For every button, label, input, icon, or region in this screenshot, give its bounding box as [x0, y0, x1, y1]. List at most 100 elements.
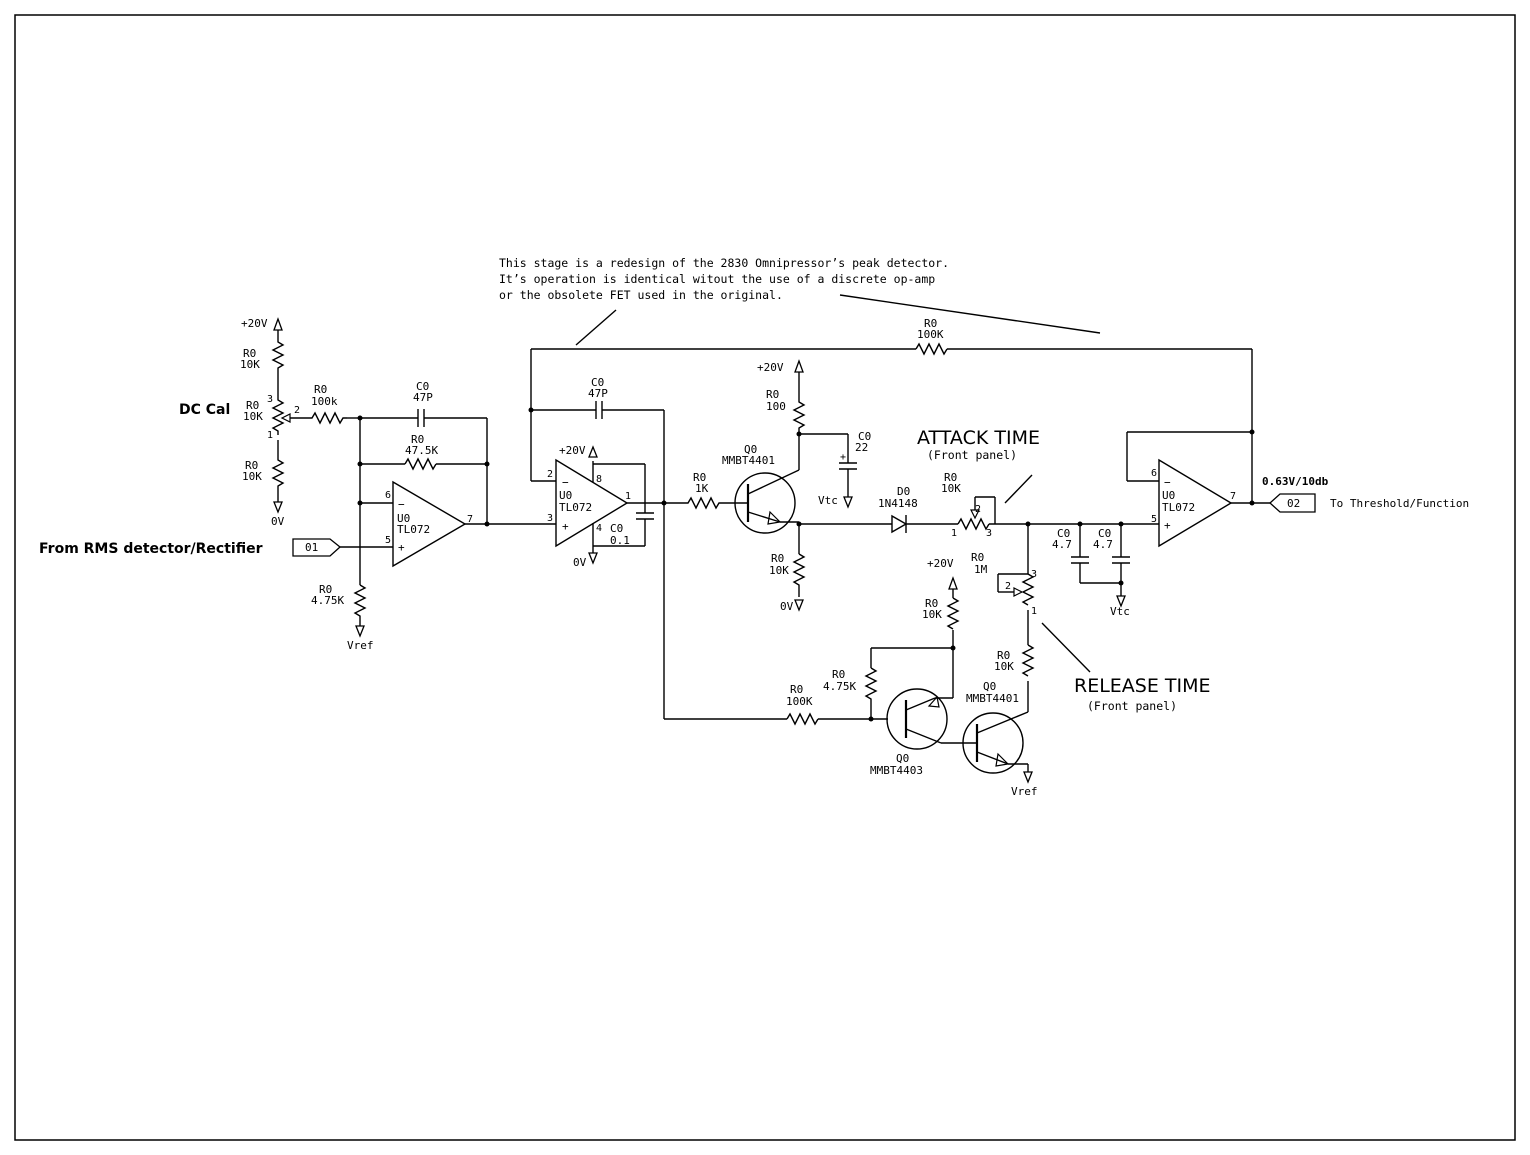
release-pot-ref: R0: [971, 551, 984, 564]
resistor-stage1-feedback: [404, 457, 437, 471]
pin-label: 1: [267, 430, 273, 441]
release-r-ref: R0: [997, 649, 1010, 662]
opamp-stage-1: − + U0 TL072 6 5 7 C0 47P R0 47.5K R0 4.…: [311, 380, 531, 652]
cap-plus-sign: +: [840, 452, 846, 463]
opamp-stage-3-body: [1158, 458, 1233, 548]
resistor-q2-base: [864, 667, 878, 720]
input-label: From RMS detector/Rectifier: [39, 541, 263, 557]
resistor-q1-emitter: [792, 553, 806, 597]
dccal-rseries-ref: R0: [314, 383, 327, 396]
stage1-c-ref: C0: [416, 380, 429, 393]
pin-label: 6: [385, 490, 391, 501]
pin-label: 3: [547, 513, 553, 524]
note-line-1: This stage is a redesign of the 2830 Omn…: [499, 256, 949, 270]
q3-ref: Q0: [983, 680, 996, 693]
potentiometer-dccal: [271, 396, 285, 435]
transistor-q1-body: [734, 472, 796, 534]
q1-ref: Q0: [744, 443, 757, 456]
emitter-arrow-icon: [767, 510, 782, 525]
stage2-cd-ref: C0: [610, 522, 623, 535]
stage1-ref: U0: [397, 512, 410, 525]
release-section: 3 2 1 R0 1M R0 10K RELEASE TIME (Front p…: [962, 524, 1211, 798]
dccal-supply: +20V: [241, 317, 268, 330]
dccal-title: DC Cal: [179, 402, 230, 418]
cap1-val: 4.7: [1052, 538, 1072, 551]
q2-ref: Q0: [896, 752, 909, 765]
input-port: From RMS detector/Rectifier 01: [39, 538, 393, 557]
resistor-q1-collector: [792, 396, 806, 434]
feedback-r-ref: R0: [924, 317, 937, 330]
stage2-cf-val: 47P: [588, 387, 608, 400]
stage1-val: TL072: [397, 523, 430, 536]
pin-label: 1: [951, 528, 957, 539]
resistor-dccal-top: [271, 336, 285, 374]
q2-rb-ref: R0: [832, 668, 845, 681]
wiper-arrow-icon: [280, 413, 291, 423]
feedback-r-val: 100K: [917, 328, 944, 341]
pin-label: 5: [1151, 514, 1157, 525]
q2-rin-ref: R0: [790, 683, 803, 696]
resistor-q1-base: [684, 496, 723, 510]
attack-section: D0 1N4148 1 2 3 R0 10K ATTACK TIME (Fron…: [799, 427, 1130, 539]
opamp-stage-1-body: [392, 480, 467, 568]
vtc-arrow-icon: [843, 496, 853, 509]
release-vref: Vref: [1011, 785, 1038, 798]
note-line-2: It’s operation is identical witout the u…: [499, 272, 935, 286]
dccal-rbot-val: 10K: [242, 470, 262, 483]
q2-rtop-ref: R0: [925, 597, 938, 610]
minus-sign: −: [562, 476, 569, 489]
opamp-stage-2-body: [555, 458, 629, 548]
q2-rb-val: 4.75K: [823, 680, 856, 693]
supply-arrow-icon: [794, 359, 804, 373]
diode-d0: [891, 514, 908, 534]
release-sub: (Front panel): [1087, 699, 1177, 713]
ground-arrow-icon: [273, 501, 283, 514]
pin-label: 4: [596, 523, 602, 534]
resistor-q2-top: [946, 597, 960, 630]
hold-capacitors: Vtc C0 4.7 C0 4.7: [1052, 524, 1130, 618]
q1-rbase-val: 1K: [695, 482, 709, 495]
pin-label: 3: [267, 394, 273, 405]
sheet-border: [14, 14, 1516, 1141]
input-port-flag: [292, 538, 342, 557]
dccal-rbot-ref: R0: [245, 459, 258, 472]
q1-re-ref: R0: [771, 552, 784, 565]
stage3-val: TL072: [1162, 501, 1195, 514]
transistor-q2-body: [886, 688, 948, 750]
q1-rc-val: 100: [766, 400, 786, 413]
output-label: To Threshold/Function: [1330, 497, 1469, 510]
stage2-supply: +20V: [559, 444, 586, 457]
global-feedback: R0 100K: [531, 317, 1253, 503]
stage1-rf-ref: R0: [411, 433, 424, 446]
q3-val: MMBT4401: [966, 692, 1019, 705]
stage3-ref: U0: [1162, 489, 1175, 502]
stage2-cf-ref: C0: [591, 376, 604, 389]
dccal-gnd: 0V: [271, 515, 285, 528]
dccal-pot-ref: R0: [246, 399, 259, 412]
attack-title: ATTACK TIME: [917, 427, 1040, 449]
q2-rtop-val: 10K: [922, 608, 942, 621]
output-port: 02 To Threshold/Function 0.63V/10db: [1262, 475, 1469, 513]
supply-arrow-icon: [948, 576, 958, 590]
diode-val: 1N4148: [878, 497, 918, 510]
pin-label: 7: [467, 514, 473, 525]
q2-supply: +20V: [927, 557, 954, 570]
q1-rbase-ref: R0: [693, 471, 706, 484]
pin-label: 6: [1151, 468, 1157, 479]
potentiometer-release: [1021, 573, 1035, 606]
pin-label: 5: [385, 535, 391, 546]
q1-cc-val: 22: [855, 441, 868, 454]
pin-label: 2: [547, 469, 553, 480]
minus-sign: −: [398, 498, 405, 511]
q1-re-val: 10K: [769, 564, 789, 577]
resistor-dccal-series: [308, 411, 347, 425]
wiper-arrow-icon: [1013, 587, 1024, 597]
ground-arrow-icon: [794, 599, 804, 612]
dccal-rseries-val: 100k: [311, 395, 338, 408]
pin-label: 3: [1031, 569, 1037, 580]
dccal-rtop-ref: R0: [243, 347, 256, 360]
q1-val: MMBT4401: [722, 454, 775, 467]
pin-label: 3: [986, 528, 992, 539]
dccal-pot-val: 10K: [243, 410, 263, 423]
q1-vtc: Vtc: [818, 494, 838, 507]
